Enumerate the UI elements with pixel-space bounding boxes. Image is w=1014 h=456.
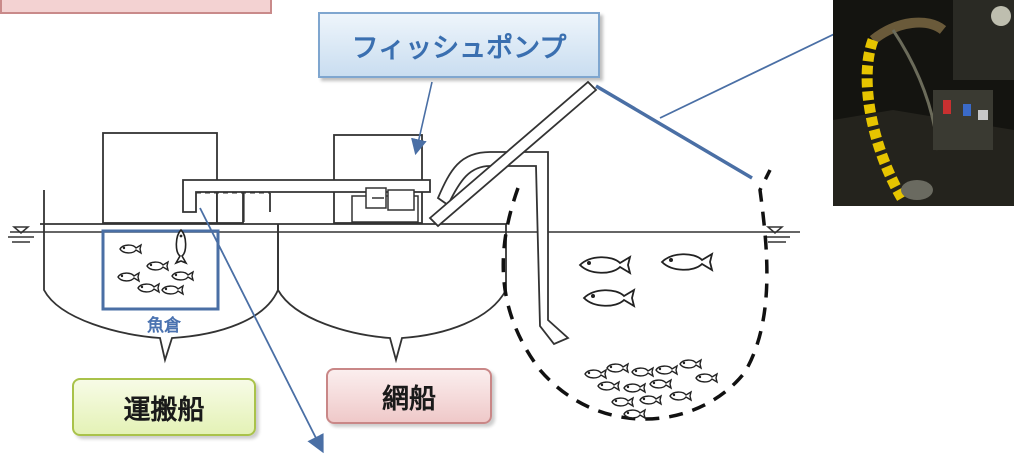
fish-icon [119,244,142,254]
fish-icon [146,261,169,271]
fish-icon [661,253,713,271]
fish-icon [679,359,702,369]
water-surface-marker-right [764,226,790,243]
fish-icon [161,285,184,295]
suction-pipe [436,151,570,346]
fish-icon [597,381,620,391]
fish-icon [171,271,194,281]
fish-icon [631,367,654,377]
carrier-boat-label: 運搬船 [72,378,256,436]
fish-hold-box [101,229,220,311]
net-boat-hull [40,223,507,364]
pump-callout-arrow [411,81,433,156]
pump-hose-photo [833,0,1014,206]
fish-icon [649,379,672,389]
fish-icon [137,283,160,293]
fish-icon [606,363,629,373]
water-surface-marker-left [8,226,34,243]
carrier-hull [43,190,279,364]
fish-icon [583,289,635,307]
fish-icon [175,229,187,264]
carrier-cabin [102,132,218,224]
hold-arrow [199,207,324,454]
fish-icon [584,369,607,379]
fish-icon [117,272,140,282]
fish-pump-label: フィッシュポンプ [318,12,600,78]
fish-icon [623,409,646,419]
fish-icon [669,391,692,401]
fish-hold-label: 魚倉 [147,316,181,336]
fish-icon [611,397,634,407]
pump-boom [428,80,598,228]
purse-net [501,169,772,421]
fish-icon [639,395,662,405]
pump-machine [351,187,419,223]
fish-icon [623,383,646,393]
net-boat-label: 網船 [326,368,492,424]
fish-icon [695,373,718,383]
fish-icon [655,365,678,375]
fish-icon [579,256,631,274]
top-label-box-partial [0,0,272,14]
pump-to-net-line [595,84,753,180]
